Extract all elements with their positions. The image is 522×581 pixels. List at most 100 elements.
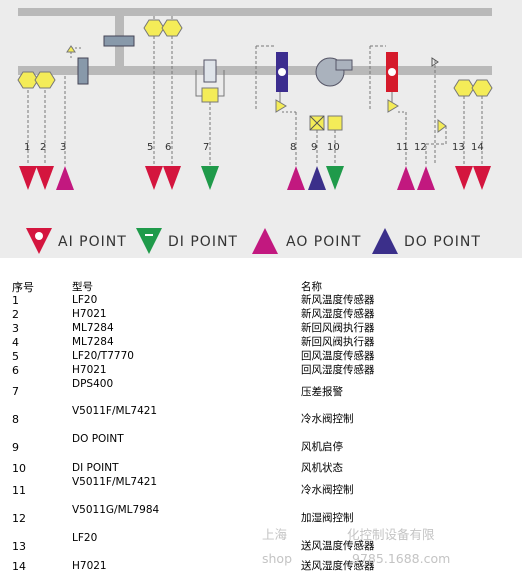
header-model: 型号 [72,281,93,293]
ao-point-icon [287,166,305,190]
table-row: 13 LF20 送风温度传感器 [0,532,522,553]
cell-no: 9 [12,441,19,454]
cell-model: H7021 [72,364,107,376]
cell-name: 新风湿度传感器 [301,308,375,320]
diff-pressure-switch-icon [201,87,219,103]
cell-no: 7 [12,385,19,398]
main-air-duct [18,66,492,75]
table-row: 6 H7021 回风湿度传感器 [0,364,522,378]
watermark-line1b: 化控制设备有限 [347,527,435,542]
cell-no: 5 [12,350,19,363]
cell-model: H7021 [72,308,107,320]
ai-point-icon [455,166,473,190]
cell-model: DI POINT [72,462,119,474]
return-air-duct [18,8,492,16]
table-row: 10 DI POINT 风机状态 [0,462,522,476]
cell-no: 11 [12,484,26,497]
point-number: 2 [40,142,46,153]
cell-model: H7021 [72,560,107,572]
bypass-damper-icon [103,35,135,47]
legend-ai-label: AI POINT [58,234,127,250]
ai-point-icon [473,166,491,190]
cell-model: ML7284 [72,322,114,334]
cell-no: 13 [12,540,26,553]
ai-point-icon [145,166,163,190]
table-row: 8 V5011F/ML7421 冷水阀控制 [0,405,522,426]
humidifier-valve-icon [437,119,447,133]
point-number: 11 [396,142,409,153]
table-row: 3 ML7284 新回风阀执行器 [0,322,522,336]
table-row: 4 ML7284 新回风阀执行器 [0,336,522,350]
ai-point-icon [19,166,37,190]
point-number: 9 [311,142,317,153]
cell-name: 风机启停 [301,441,343,453]
cell-no: 14 [12,560,26,573]
table-row: 1 LF20 新风温度传感器 [0,294,522,308]
point-list-table: 序号 型号 名称 1 LF20 新风温度传感器 2 H7021 新风湿度传感器 … [0,275,522,581]
cell-name: 回风湿度传感器 [301,364,375,376]
supply-humidity-sensor-icon [471,79,493,97]
ai-point-icon [36,166,54,190]
fresh-temp-sensor-icon [17,71,39,89]
return-humidity-sensor-icon [161,19,183,37]
legend-ao-label: AO POINT [286,234,361,250]
cell-no: 12 [12,512,26,525]
return-temp-sensor-icon [143,19,165,37]
do-point-icon [308,166,326,190]
ao-point-icon [56,166,74,190]
cell-model: LF20 [72,532,98,544]
cell-model: DO POINT [72,433,124,445]
cell-name: 加湿阀控制 [301,512,354,524]
di-point-icon [326,166,344,190]
fresh-humidity-sensor-icon [34,71,56,89]
cell-no: 2 [12,308,19,321]
cell-name: 回风温度传感器 [301,350,375,362]
cell-no: 6 [12,364,19,377]
watermark-line1: 上海 [262,527,288,542]
cell-no: 4 [12,336,19,349]
table-row: 5 LF20/T7770 回风温度传感器 [0,350,522,364]
di-point-icon [201,166,219,190]
cell-model: V5011F/ML7421 [72,405,158,417]
point-number: 10 [327,142,340,153]
humidifier-arrow-icon [431,57,439,67]
table-row: 11 V5011F/ML7421 冷水阀控制 [0,476,522,497]
cell-model: V5011F/ML7421 [72,476,158,488]
point-number: 5 [147,142,153,153]
cell-name: 新回风阀执行器 [301,322,375,334]
cell-name: 风机状态 [301,462,343,474]
legend-do-label: DO POINT [404,234,481,250]
legend-do-icon [372,228,398,254]
cell-model: DPS400 [72,378,114,390]
ahu-control-diagram: 1 2 3 5 6 7 8 9 10 11 12 13 14 AI POINT [0,0,522,258]
cell-no: 3 [12,322,19,335]
fan-status-icon [327,115,343,131]
cell-no: 1 [12,294,19,307]
point-number: 3 [60,142,66,153]
cell-name: 新回风阀执行器 [301,336,375,348]
point-number: 1 [24,142,30,153]
watermark-line2: shop [262,551,293,566]
point-number: 14 [471,142,484,153]
ao-point-icon [397,166,415,190]
point-number: 6 [165,142,171,153]
table-row: 14 H7021 送风湿度传感器 [0,560,522,574]
header-name: 名称 [301,281,322,293]
legend-ao-icon [252,228,278,254]
cell-no: 10 [12,462,26,475]
cell-name: 送风湿度传感器 [301,560,375,572]
cooling-valve-icon [275,99,287,113]
cell-model: LF20 [72,294,98,306]
table-header: 序号 型号 名称 [0,281,522,295]
legend-di-label: DI POINT [168,234,238,250]
cell-model: LF20/T7770 [72,350,134,362]
point-number: 13 [452,142,465,153]
point-number: 7 [203,142,209,153]
supply-temp-sensor-icon [453,79,475,97]
filter-icon [203,59,217,83]
cell-name: 冷水阀控制 [301,484,354,496]
table-row: 7 DPS400 压差报警 [0,378,522,398]
legend-ai-icon [26,228,52,254]
heating-valve-icon [387,99,399,113]
